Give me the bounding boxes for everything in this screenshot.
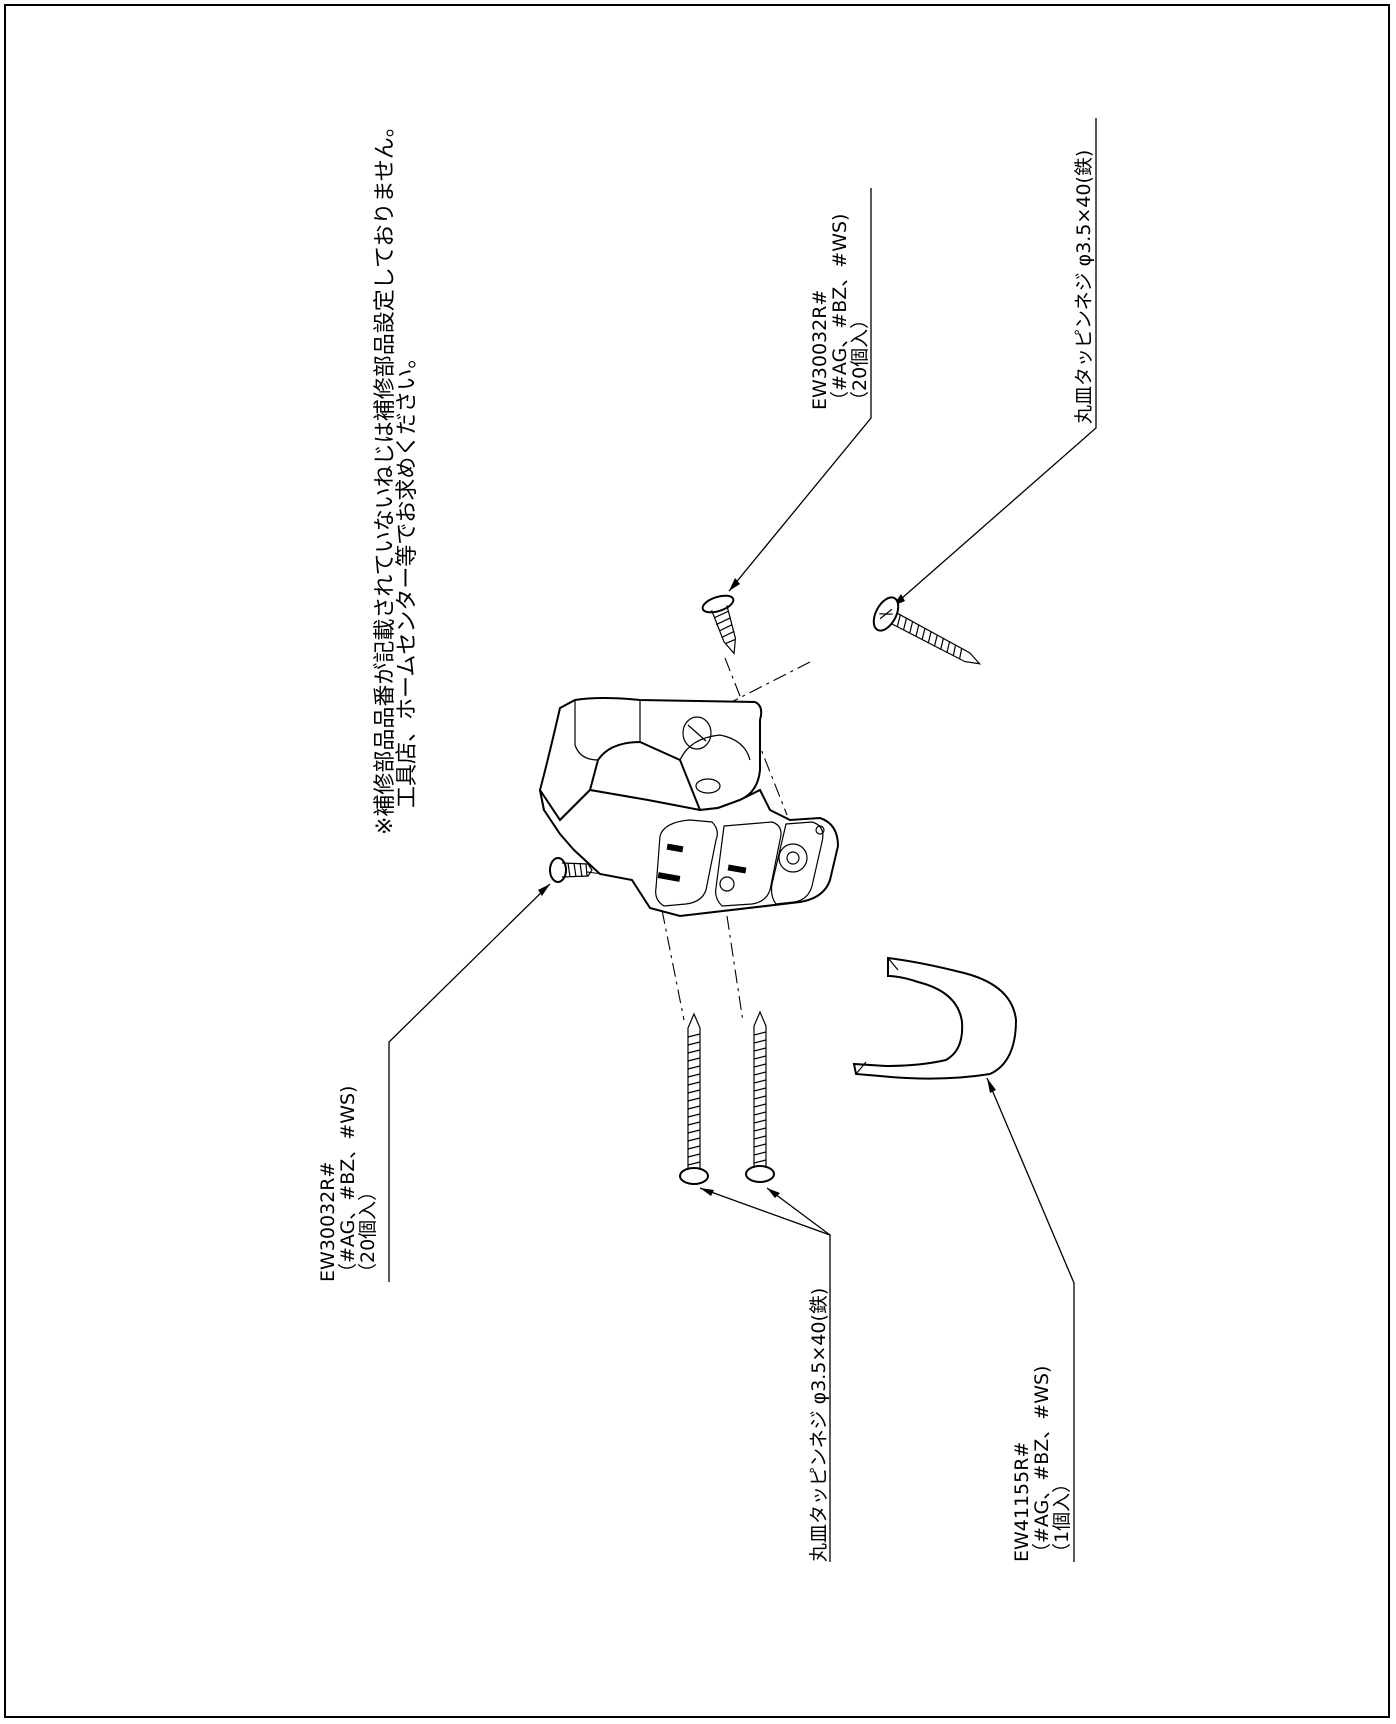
label-part-number: EW41155R# [1011, 1442, 1033, 1562]
label-colors: （#AG、#BZ、#WS) [1031, 1366, 1053, 1562]
label-colors: （#AG、#BZ、#WS) [337, 1086, 359, 1282]
tapping-screw-bottom-2 [745, 1010, 775, 1183]
note-line-2: 工具店、ホームセンター等でお求めください。 [395, 347, 420, 808]
label-screw-left: EW30032R# （#AG、#BZ、#WS) （20個入） [317, 1086, 379, 1282]
label-tapping-screw-bottom: 丸皿タッピンネジ φ3.5×40(鉄) [808, 1288, 830, 1562]
label-part-number: EW30032R# [809, 290, 831, 410]
leader-screw-left [388, 883, 551, 1282]
small-screw-top [701, 594, 737, 655]
leader-tapping-screw-top [892, 118, 1097, 607]
label-quantity: （20個入） [849, 310, 871, 410]
label-part-number: EW30032R# [317, 1162, 339, 1282]
note-text: ※補修部品品番が記載されていないねじは補修部品設定しておりません。 工具店、ホー… [373, 115, 420, 835]
label-screw-top: EW30032R# （#AG、#BZ、#WS) （20個入） [809, 214, 871, 410]
label-quantity: （1個入） [1051, 1474, 1073, 1562]
tapping-screw-top [872, 596, 982, 665]
label-cover: EW41155R# （#AG、#BZ、#WS) （1個入） [1011, 1366, 1073, 1562]
assembly-line [726, 915, 744, 1023]
tapping-screw-bottom-1 [679, 1012, 709, 1185]
tapping-screw-spec: 丸皿タッピンネジ φ3.5×40(鉄) [808, 1288, 830, 1562]
leader-screw-top [728, 188, 872, 592]
label-quantity: （20個入） [357, 1182, 379, 1282]
assembly-line [661, 909, 685, 1021]
label-colors: （#AG、#BZ、#WS) [829, 214, 851, 410]
tapping-screw-spec: 丸皿タッピンネジ φ3.5×40(鉄) [1073, 150, 1095, 424]
cover-part [852, 956, 1018, 1080]
handle-bracket [538, 697, 840, 918]
label-tapping-screw-top: 丸皿タッピンネジ φ3.5×40(鉄) [1073, 150, 1095, 424]
drawing-frame [4, 4, 1390, 1718]
leader-cover [986, 1077, 1075, 1562]
small-screw-left [549, 857, 593, 883]
note-line-1: ※補修部品品番が記載されていないねじは補修部品設定しておりません。 [373, 115, 398, 835]
